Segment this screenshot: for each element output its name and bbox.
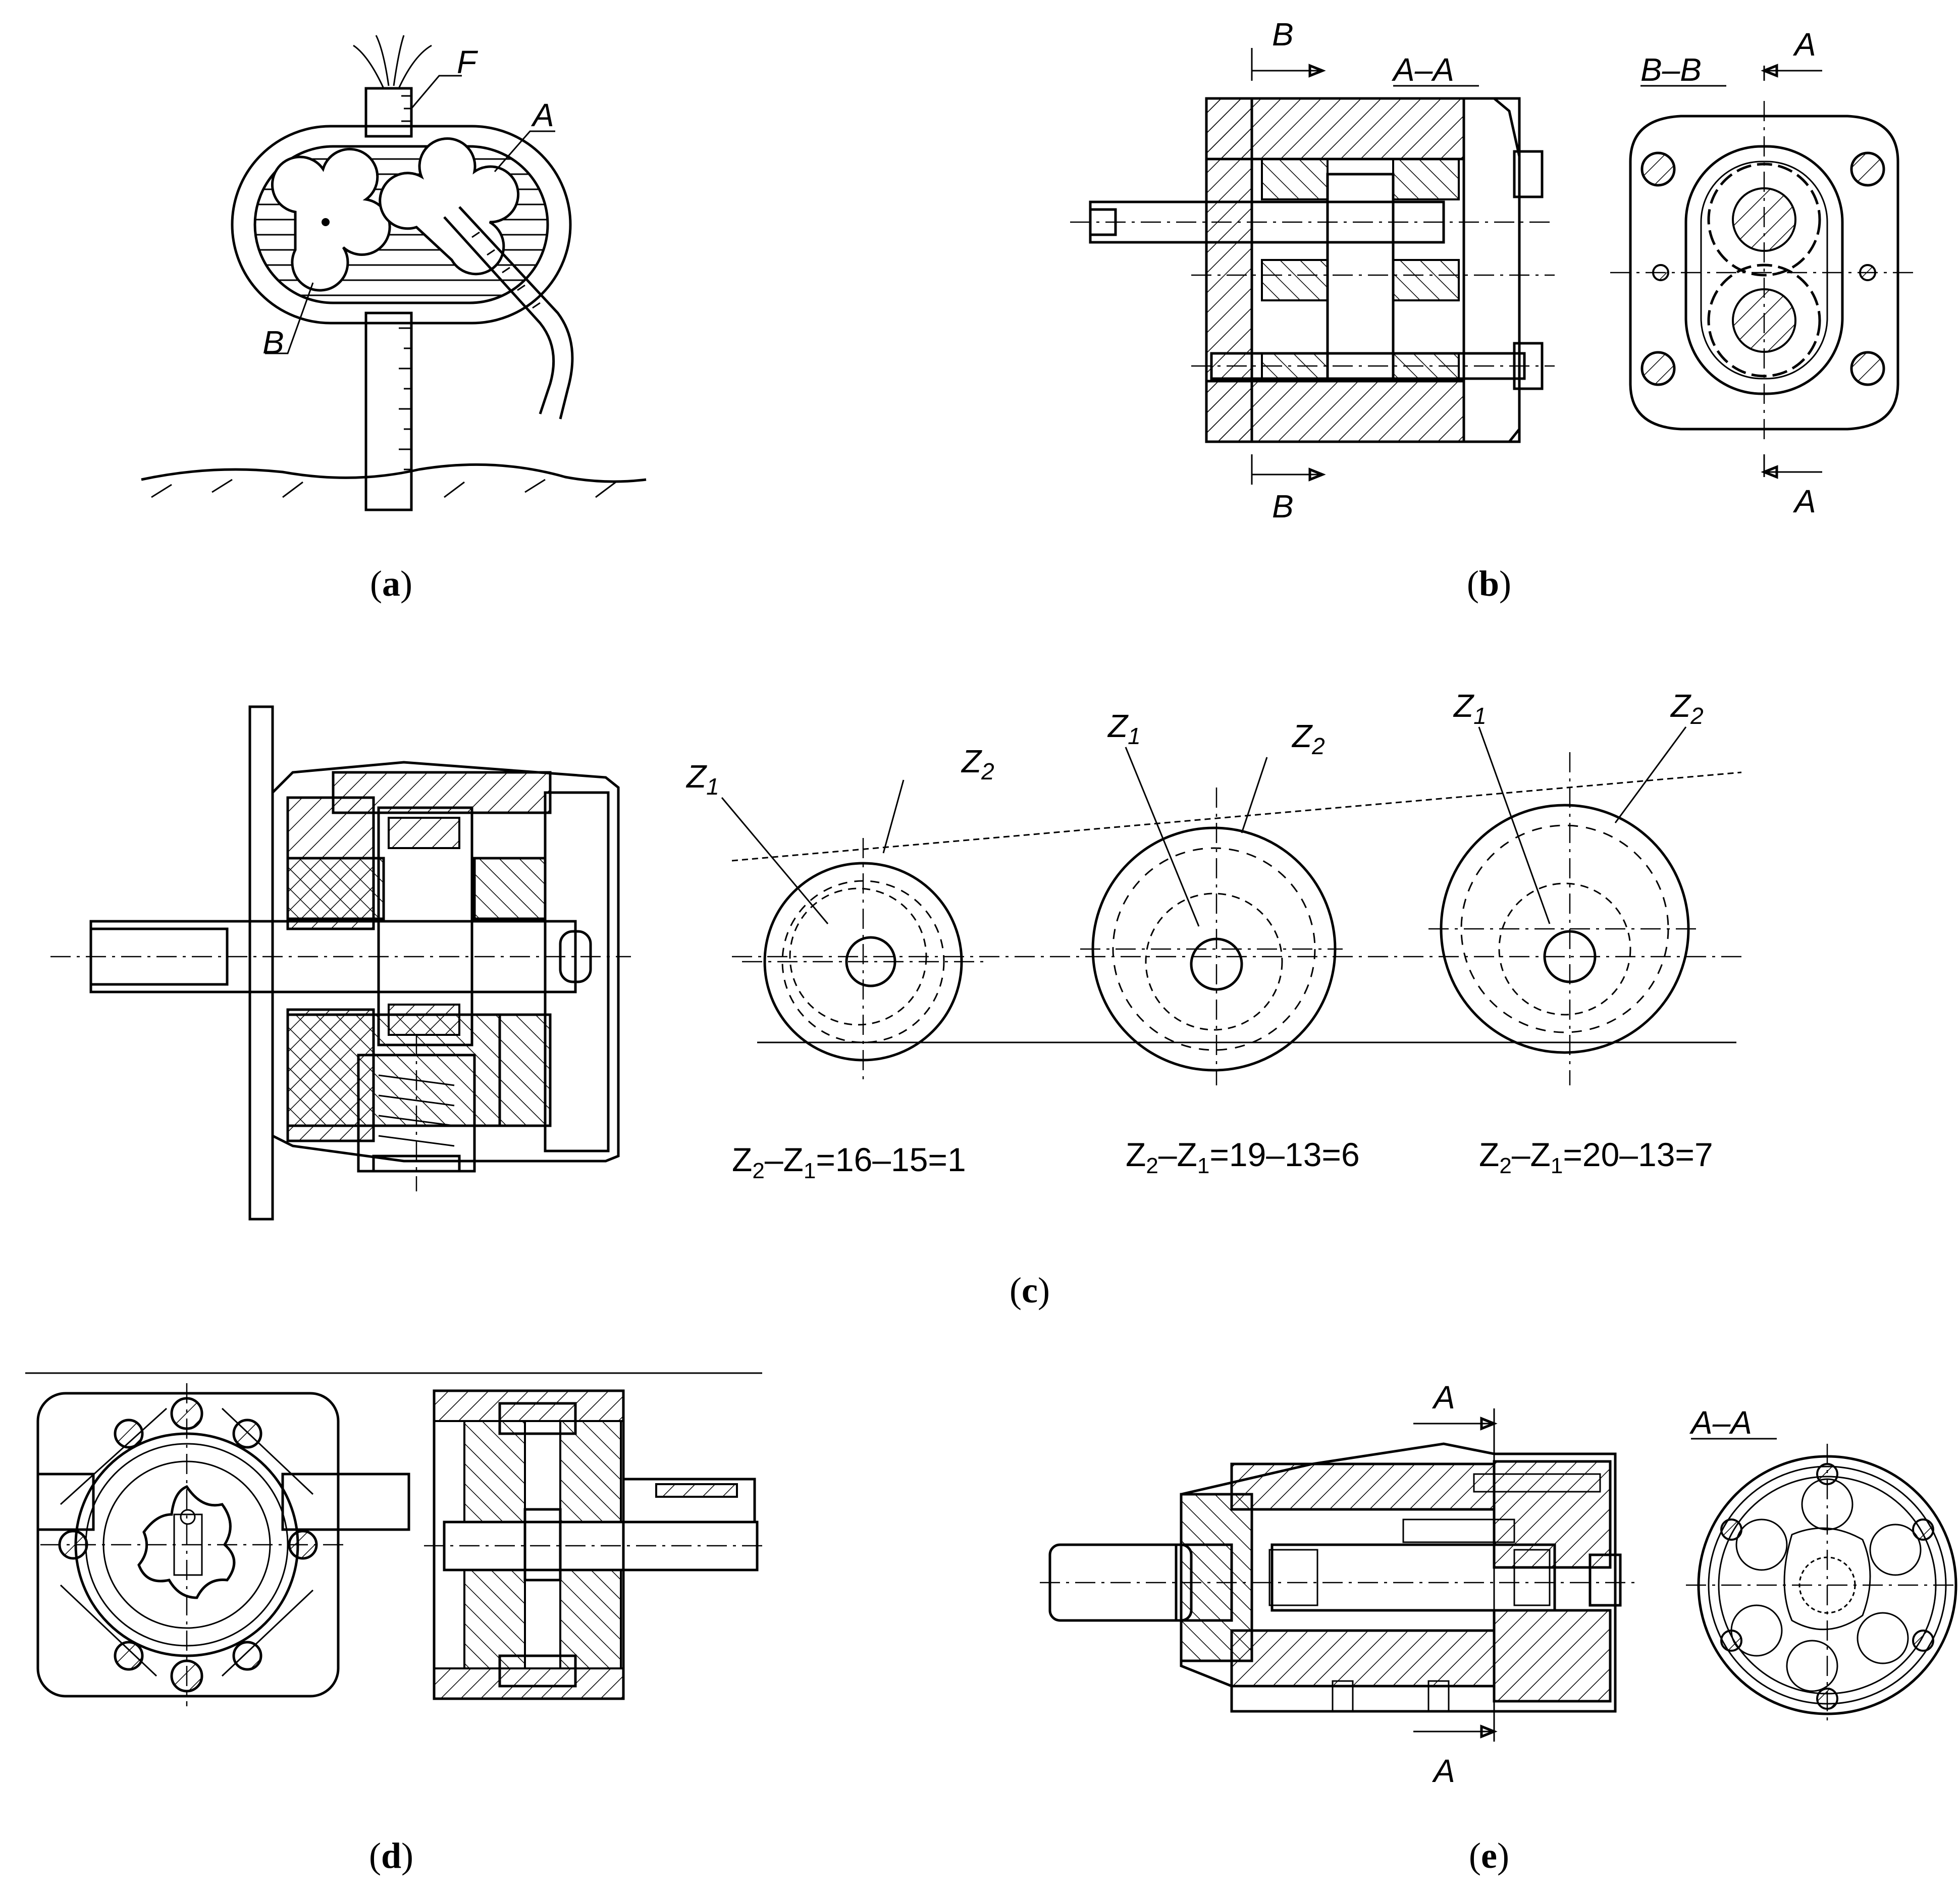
gear-set-1-z2-label: Z2 (961, 743, 994, 784)
gear-set-1-z1-label: Z1 (685, 758, 719, 800)
panel-e-radial-piston-motor: A A A–A (1040, 1379, 1958, 1789)
caption-b: (b) (1467, 563, 1511, 604)
ring-gear-z2 (1112, 847, 1316, 1051)
section-AA-label: A–A (1689, 1404, 1752, 1441)
panel-c-internal-gear-pump: Z1 Z2 Z2–Z1=16–15=1 Z1 Z2 Z2–Z1=19–13=6 (50, 688, 1742, 1221)
caption-d: (d) (369, 1835, 413, 1876)
lobe-rotor-B (271, 147, 391, 292)
gerotor-inner-rotor (137, 1485, 236, 1599)
cut-A-top: A (1792, 26, 1816, 63)
front-cover-hatch (1205, 97, 1253, 443)
rear-chamber (544, 791, 610, 1152)
gear-set-3-z2-label: Z2 (1670, 688, 1704, 729)
caption-c: (c) (1010, 1270, 1050, 1310)
piston-bore (1270, 1543, 1556, 1612)
lobe-rotor-A (379, 137, 520, 276)
pump-housing-outer (231, 125, 572, 325)
mounting-flange (248, 705, 274, 1221)
cut-A-top: A (1432, 1379, 1455, 1415)
end-flange (1629, 115, 1899, 431)
label-F: F (457, 44, 479, 80)
gear-pair-section (1326, 173, 1395, 383)
cut-A-bottom: A (1432, 1753, 1455, 1789)
panel-a-lobe-pump-sketch: F A B (141, 35, 647, 511)
section-AA-label: A–A (1391, 51, 1454, 88)
body-hatch-top (1230, 1462, 1496, 1511)
water-jet (353, 35, 432, 89)
gear-set-3-formula: Z2–Z1=20–13=7 (1479, 1136, 1713, 1178)
gear-set-1-formula: Z2–Z1=16–15=1 (732, 1141, 966, 1183)
panel-d-gerotor-pump (25, 1372, 767, 1706)
cut-A-bottom: A (1792, 483, 1816, 519)
gear-set-1: Z1 Z2 Z2–Z1=16–15=1 (685, 743, 994, 1183)
label-A: A (531, 97, 554, 133)
panel-b-external-gear-pump: B B A–A B–B A A (1070, 16, 1918, 525)
label-B: B (262, 324, 284, 360)
gear-set-3-z1-label: Z1 (1453, 688, 1487, 729)
inlet-hose (443, 216, 555, 414)
tangent-line-top (731, 771, 1742, 862)
vertical-pipe (364, 311, 413, 511)
gear-set-2-z2-label: Z2 (1291, 718, 1325, 759)
pinion-z1 (1145, 893, 1283, 1031)
gear-set-3: Z1 Z2 Z2–Z1=20–13=7 (1428, 688, 1713, 1178)
ground-line (141, 463, 647, 483)
cut-B-bottom: B (1272, 488, 1294, 525)
caption-e: (e) (1469, 1835, 1509, 1876)
outlet-pipe-F (364, 87, 413, 138)
cut-B-top: B (1272, 16, 1294, 53)
rear-cover (1462, 97, 1521, 443)
pinion-z1 (789, 887, 927, 1026)
internal-gear (377, 806, 473, 1046)
gear-set-2-z1-label: Z1 (1107, 708, 1141, 749)
caption-a: (a) (370, 563, 412, 604)
section-BB-label: B–B (1640, 51, 1702, 88)
gear-set-2-formula: Z2–Z1=19–13=6 (1126, 1136, 1360, 1178)
gear-set-2: Z1 Z2 Z2–Z1=19–13=6 (1080, 708, 1360, 1178)
pinion-z1 (1498, 882, 1631, 1016)
pump-housing (271, 761, 620, 1163)
